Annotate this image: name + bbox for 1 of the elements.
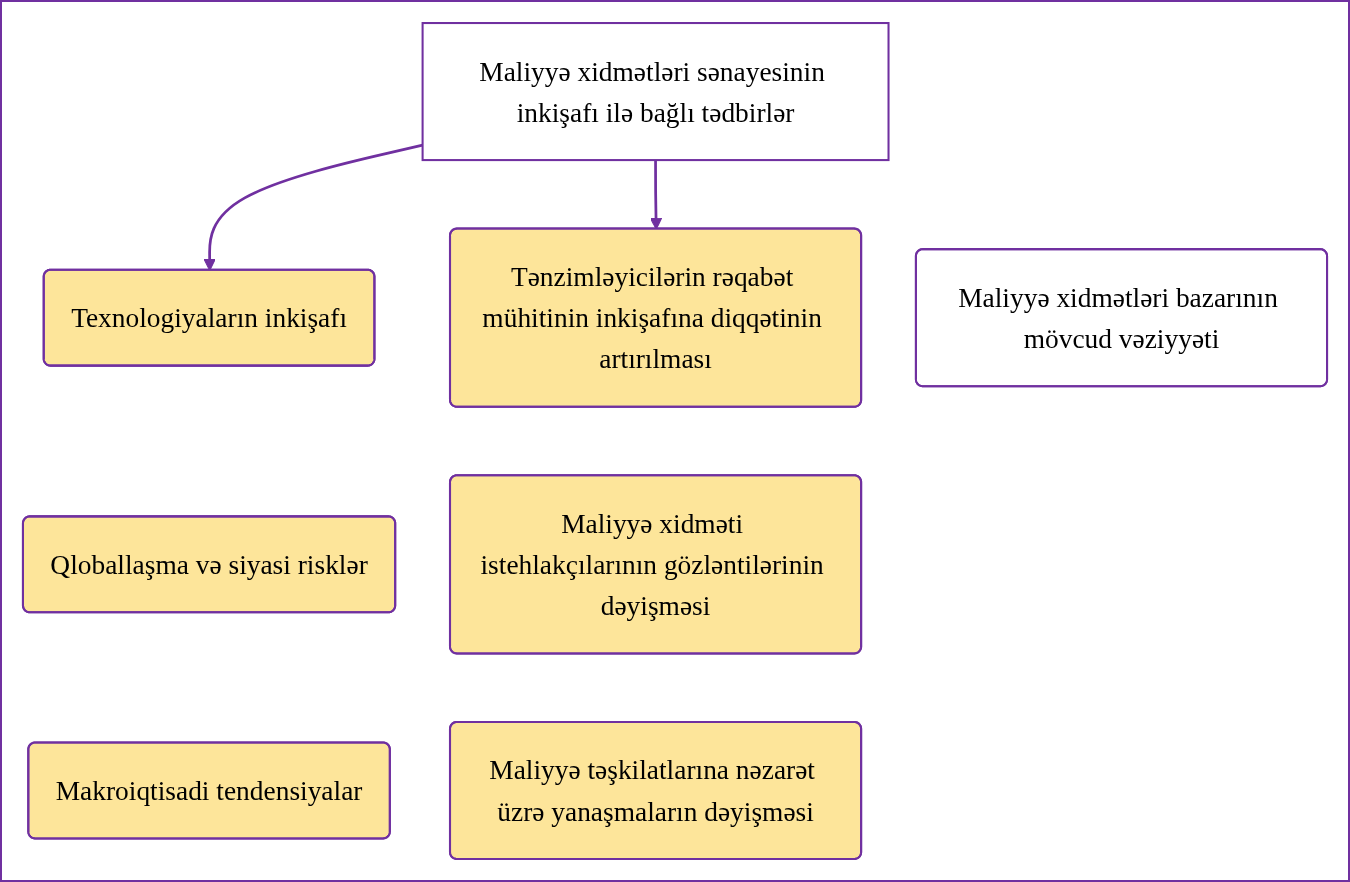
node-box: Maliyyə xidmətləri sənayesinin inkişafı ilə bağlı tədbirlər [421, 22, 890, 162]
